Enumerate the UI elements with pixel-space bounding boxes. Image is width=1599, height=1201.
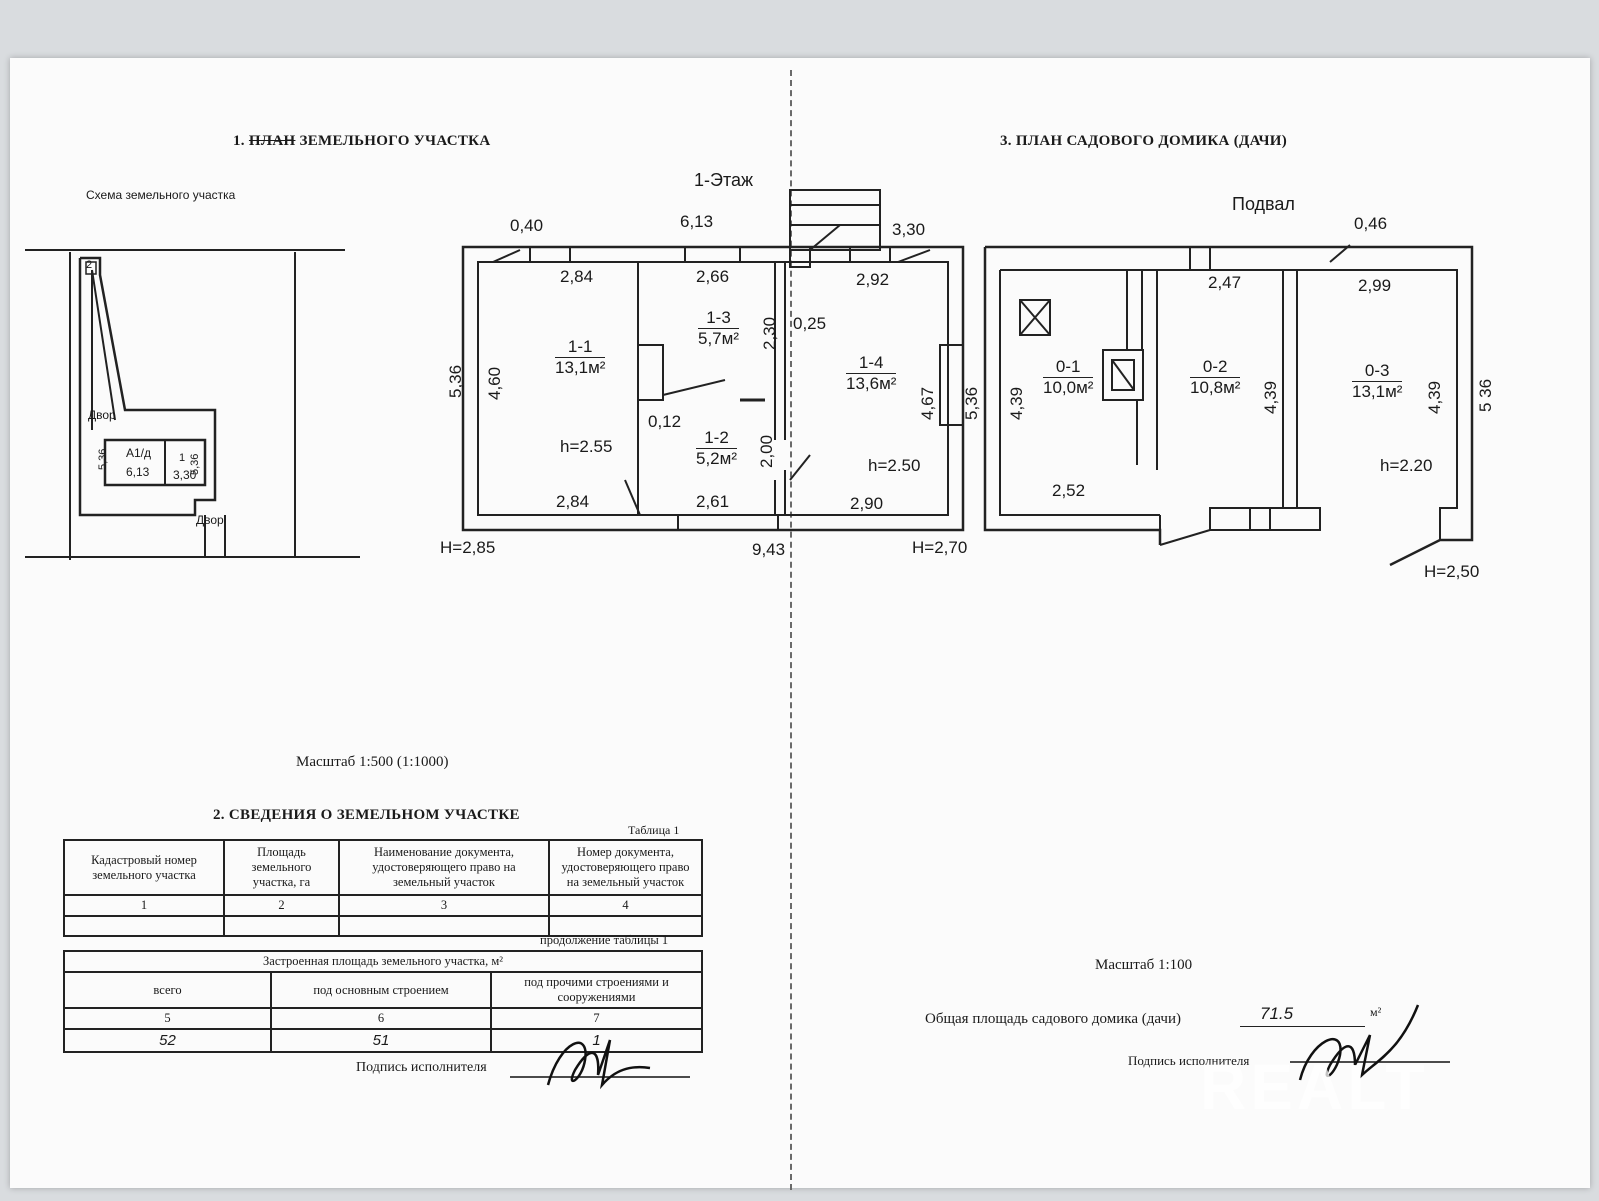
cell-doc-number	[548, 915, 703, 937]
dim-b-d1: 2,47	[1208, 273, 1242, 292]
built-value-other: 1	[490, 1028, 703, 1053]
table-continuation: продолжение таблицы 1	[540, 933, 669, 947]
signature-left-label: Подпись исполнителя	[356, 1060, 487, 1075]
site-yard-label-1: Двор	[88, 408, 116, 422]
section1-title: 1. ПЛАН ЗЕМЕЛЬНОГО УЧАСТКА	[233, 133, 491, 149]
dim-total: 9,43	[752, 540, 786, 559]
built-col-other: под прочими строениями и сооружениями	[490, 971, 703, 1009]
built-value-total: 52	[63, 1028, 272, 1053]
fold-line	[790, 70, 792, 1190]
cell-doc-name	[338, 915, 550, 937]
built-col-total: всего	[63, 971, 272, 1009]
col-num-2: 2	[223, 894, 340, 917]
table-label: Таблица 1	[628, 823, 680, 837]
site-scheme	[25, 249, 360, 560]
dim-bot-1: 2,84	[556, 492, 590, 511]
floor1-title: 1-Этаж	[694, 170, 754, 190]
built-header: Застроенная площадь земельного участка, …	[63, 950, 703, 973]
dim-top-mid: 6,13	[680, 212, 714, 231]
th-cadastral: Кадастровый номер земельного участка	[63, 839, 225, 896]
floor1-plan	[461, 189, 965, 532]
ceiling-h1: h=2.55	[560, 437, 613, 456]
dim-b-bottom: 2,52	[1052, 481, 1086, 500]
total-area-value: 71.5	[1260, 1004, 1294, 1023]
height-right: H=2,70	[912, 538, 968, 557]
built-col-main: под основным строением	[270, 971, 492, 1009]
th-doc-name: Наименование документа, удостоверяющего …	[338, 839, 550, 896]
dim-mid-b: 0,25	[793, 314, 827, 333]
dim-top-left: 0,40	[510, 216, 544, 235]
col-num-3: 3	[338, 894, 550, 917]
dim-r3-top: 2,66	[696, 267, 730, 286]
total-area-line	[1240, 1026, 1365, 1027]
dim-r1-top: 2,84	[560, 267, 594, 286]
dim-bot-2: 2,61	[696, 492, 730, 511]
scale-left: Масштаб 1:500 (1:1000)	[296, 754, 449, 770]
basement-title: Подвал	[1232, 194, 1295, 214]
basement-plan	[983, 244, 1474, 567]
scale-right: Масштаб 1:100	[1095, 957, 1193, 973]
site-number: 2	[86, 259, 93, 271]
dim-top-right: 3,30	[892, 220, 926, 239]
land-table: Кадастровый номер земельного участка Пло…	[63, 839, 703, 937]
site-lot-code: А1/д	[126, 446, 152, 460]
total-area-label: Общая площадь садового домика (дачи)	[925, 1011, 1181, 1027]
built-value-main: 51	[270, 1028, 492, 1053]
built-num-7: 7	[490, 1007, 703, 1030]
site-right-1: 1	[179, 452, 186, 464]
dim-r4-top: 2,92	[856, 270, 890, 289]
th-doc-number: Номер документа, удостоверяющего право н…	[548, 839, 703, 896]
basement-ceiling-h: h=2.20	[1380, 456, 1433, 475]
col-num-4: 4	[548, 894, 703, 917]
site-scheme-subtitle: Схема земельного участка	[86, 188, 236, 202]
site-right-3: 3,30	[173, 468, 197, 482]
site-lot-dim: 6,13	[126, 465, 150, 479]
site-yard-label-2: Двор	[196, 513, 224, 527]
watermark: REALT	[1200, 1051, 1429, 1123]
dim-b-d2: 2,99	[1358, 276, 1392, 295]
ceiling-h2: h=2.50	[868, 456, 921, 475]
built-num-6: 6	[270, 1007, 492, 1030]
dim-bot-3: 2,90	[850, 494, 884, 513]
th-area: Площадь земельного участка, га	[223, 839, 340, 896]
section2-title: 2. СВЕДЕНИЯ О ЗЕМЕЛЬНОМ УЧАСТКЕ	[213, 807, 520, 823]
total-area-unit: м²	[1370, 1005, 1382, 1019]
basement-height: H=2,50	[1424, 562, 1480, 581]
dim-b-top: 0,46	[1354, 214, 1388, 233]
cell-area	[223, 915, 340, 937]
built-area-table: Застроенная площадь земельного участка, …	[63, 950, 703, 1053]
signature-right-label: Подпись исполнителя	[1128, 1053, 1250, 1068]
dim-mid-c: 0,12	[648, 412, 682, 431]
col-num-1: 1	[63, 894, 225, 917]
built-num-5: 5	[63, 1007, 272, 1030]
section3-title: 3. ПЛАН САДОВОГО ДОМИКА (ДАЧИ)	[1000, 133, 1288, 149]
cell-cadastral	[63, 915, 225, 937]
height-left: H=2,85	[440, 538, 496, 557]
